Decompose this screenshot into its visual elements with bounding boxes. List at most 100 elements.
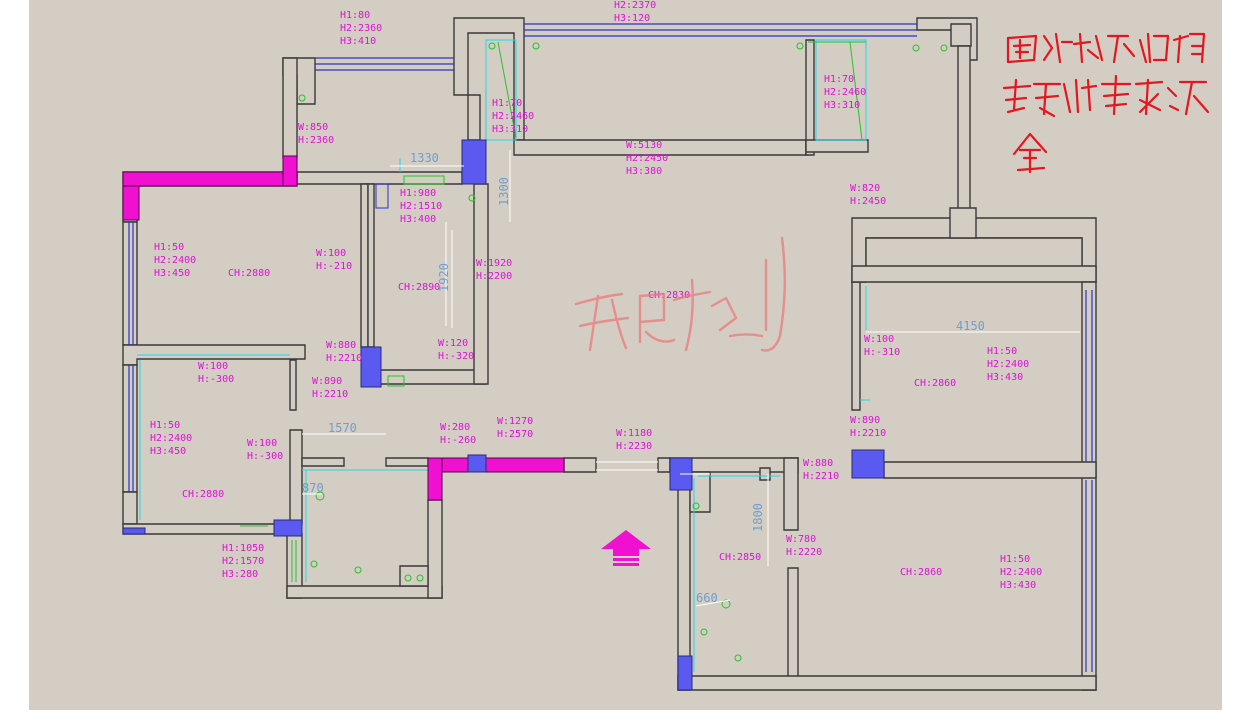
label-line: W:280 bbox=[440, 422, 470, 433]
dim-1920: 1920 bbox=[437, 263, 451, 292]
columns bbox=[122, 139, 885, 691]
label-line: H:2360 bbox=[298, 135, 334, 146]
label-line: W:120 bbox=[438, 338, 468, 349]
label-line: W:100 bbox=[864, 334, 894, 345]
wall-segment bbox=[949, 207, 977, 239]
wall-segment bbox=[301, 457, 345, 467]
fixture-circle bbox=[692, 502, 700, 510]
column bbox=[122, 527, 146, 535]
label-line: H1:70 bbox=[492, 98, 522, 109]
dim-1570: 1570 bbox=[328, 421, 357, 435]
label-line: CH:2830 bbox=[648, 290, 690, 301]
label-line: H:2450 bbox=[850, 196, 886, 207]
label-line: H3:310 bbox=[824, 100, 860, 111]
label-line: H2:2400 bbox=[150, 433, 192, 444]
wall-segment bbox=[677, 675, 1097, 691]
wall-segment bbox=[122, 491, 138, 525]
label-line: H1:980 bbox=[400, 188, 436, 199]
label-line: H:2210 bbox=[312, 389, 348, 400]
fixture-circle bbox=[354, 566, 362, 574]
label-line: W:880 bbox=[326, 340, 356, 351]
label-line: W:850 bbox=[298, 122, 328, 133]
label-line: H1:50 bbox=[150, 420, 180, 431]
wall-segment bbox=[783, 457, 799, 531]
label-line: CH:2860 bbox=[914, 378, 956, 389]
label-line: H2:2360 bbox=[340, 23, 382, 34]
dimension-texts: 1330 1300 1920 4150 1570 870 1800 660 bbox=[302, 151, 985, 605]
label-line: H:2570 bbox=[497, 429, 533, 440]
fixture-circle bbox=[796, 42, 804, 50]
label-line: H1:1050 bbox=[222, 543, 264, 554]
wall-segment bbox=[950, 23, 972, 47]
column bbox=[360, 346, 382, 388]
label-line: W:5130 bbox=[626, 140, 662, 151]
column bbox=[677, 655, 693, 691]
balcony-frame bbox=[815, 39, 867, 141]
label-line: H:2220 bbox=[786, 547, 822, 558]
fixture-circle bbox=[700, 628, 708, 636]
label-line: CH:2860 bbox=[900, 567, 942, 578]
structural-wall bbox=[427, 457, 443, 501]
label-line: CH:2880 bbox=[182, 489, 224, 500]
label-line: H3:450 bbox=[154, 268, 190, 279]
wall-segment bbox=[865, 237, 1083, 269]
wall-segment bbox=[467, 94, 481, 141]
dimension-line bbox=[695, 599, 731, 607]
label-ch-2860-a: CH:2860 bbox=[914, 378, 956, 389]
label-line: W:780 bbox=[786, 534, 816, 545]
label-ch-2850: CH:2850 bbox=[719, 552, 761, 563]
label-line: CH:2850 bbox=[719, 552, 761, 563]
wall-segment bbox=[367, 183, 375, 348]
wall-segment bbox=[657, 457, 671, 473]
label-line: H1:50 bbox=[154, 242, 184, 253]
label-line: W:100 bbox=[247, 438, 277, 449]
label-line: H3:310 bbox=[492, 124, 528, 135]
wall-segment bbox=[385, 457, 429, 467]
label-line: H1:50 bbox=[987, 346, 1017, 357]
windows bbox=[128, 23, 1093, 672]
dim-4150: 4150 bbox=[956, 319, 985, 333]
wall-segment bbox=[282, 57, 298, 159]
fixture-circle bbox=[298, 94, 306, 102]
wall-segment bbox=[289, 359, 297, 411]
label-line: H2:2460 bbox=[824, 87, 866, 98]
label-line: W:1180 bbox=[616, 428, 652, 439]
wall-segment bbox=[689, 471, 711, 513]
structural-wall bbox=[282, 155, 298, 187]
label-line: W:1270 bbox=[497, 416, 533, 427]
fixture-circle bbox=[721, 599, 731, 609]
fixture-circle bbox=[315, 491, 325, 501]
shaft-box bbox=[375, 183, 389, 209]
label-line: H2:1510 bbox=[400, 201, 442, 212]
entrance-arrow-icon bbox=[601, 530, 651, 566]
fixture-circle bbox=[404, 574, 412, 582]
label-line: H3:430 bbox=[1000, 580, 1036, 591]
label-line: H2:2450 bbox=[626, 153, 668, 164]
handwritten-watermark-icon bbox=[574, 236, 786, 352]
wall-segment bbox=[883, 461, 1097, 479]
dim-660: 660 bbox=[696, 591, 718, 605]
wall-segment bbox=[373, 369, 487, 385]
door-swing bbox=[497, 41, 517, 139]
wall-segment bbox=[1081, 281, 1097, 691]
label-line: W:890 bbox=[312, 376, 342, 387]
wall-segment bbox=[360, 183, 369, 348]
label-line: H3:120 bbox=[614, 13, 650, 24]
column bbox=[467, 454, 487, 473]
